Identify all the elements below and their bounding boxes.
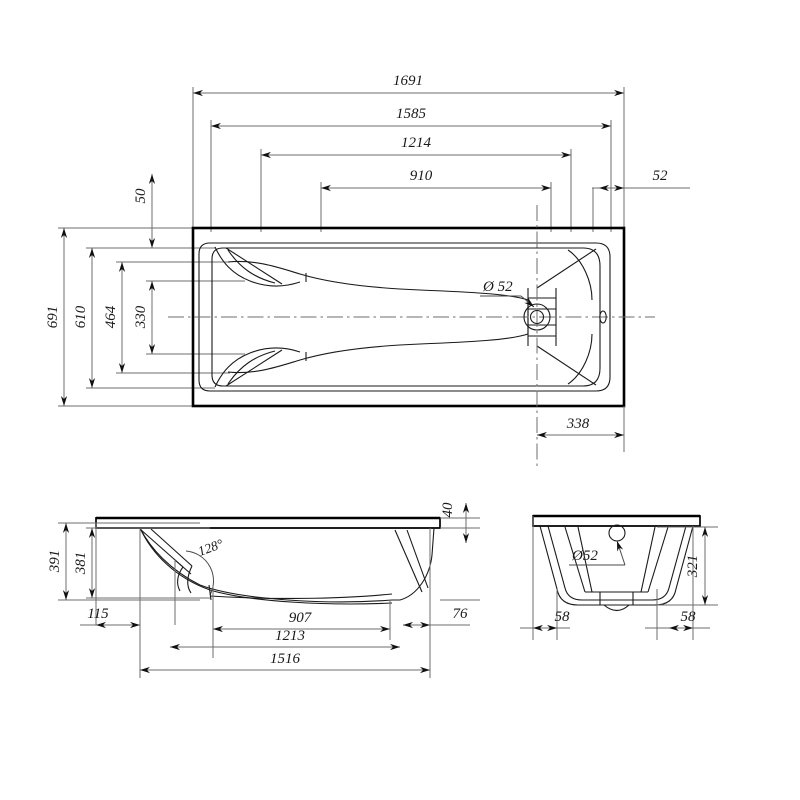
front-bath-body-inner <box>139 527 393 605</box>
front-angle-tick-b <box>208 584 212 601</box>
dimension-691-label: 691 <box>45 306 61 329</box>
top-view-extension-lines <box>192 87 625 232</box>
front-view-group: 128° 391 <box>47 502 480 678</box>
end-waste-circle <box>608 524 626 542</box>
waste-diameter-callout: Ø 52 <box>480 279 535 308</box>
front-angle-arc <box>185 550 215 596</box>
dimension-610-label: 610 <box>73 305 89 328</box>
dimension-610: 610 <box>73 248 96 388</box>
end-base-ribs <box>585 591 648 605</box>
overflow-hole <box>599 310 607 324</box>
front-foot-edge-b <box>406 529 429 589</box>
dimension-58-right-label: 58 <box>681 609 697 625</box>
dimension-907: 907 <box>213 610 390 633</box>
front-view-extension-lines <box>58 517 480 678</box>
end-waste-diameter-label: Ø52 <box>571 548 598 564</box>
end-fold-left-a <box>564 526 586 593</box>
end-waste-spigot <box>603 604 630 612</box>
dimension-1585-label: 1585 <box>396 106 427 122</box>
dimension-338-label: 338 <box>566 416 590 432</box>
front-angle-label: 128° <box>196 536 226 559</box>
bath-plan-foot-ribs <box>528 297 556 337</box>
bath-plan-backrest-edge-lower <box>225 349 283 387</box>
dimension-391-label: 391 <box>47 550 63 574</box>
dimension-1585: 1585 <box>211 106 611 130</box>
front-backrest-edge-b <box>150 528 193 567</box>
dimension-381-label: 381 <box>73 552 89 576</box>
dimension-115: 115 <box>80 606 140 629</box>
dimension-1213: 1213 <box>170 628 400 651</box>
dimension-115-label: 115 <box>87 606 109 622</box>
bath-plan-backrest-crease-lower <box>227 350 276 385</box>
front-bath-body-outline <box>139 527 435 603</box>
end-fold-right-a <box>647 526 669 593</box>
dimension-1516: 1516 <box>140 651 430 674</box>
top-view-group: 1691 1585 1214 910 52 50 <box>45 73 690 470</box>
dimension-52: 52 <box>592 168 690 192</box>
bath-plan-bowl-top-edge <box>211 247 601 387</box>
front-angle-tick-a <box>174 559 192 575</box>
dimension-910: 910 <box>321 168 551 192</box>
dimension-58-right: 58 <box>669 609 697 632</box>
end-fold-right-b <box>640 526 656 593</box>
bath-plan-backrest-crease-upper <box>227 249 276 284</box>
dimension-381: 381 <box>73 528 96 598</box>
dimension-1213-label: 1213 <box>275 628 305 644</box>
dimension-40: 40 <box>440 502 470 543</box>
bath-plan-backrest-upper <box>214 246 301 287</box>
dimension-58-left-label: 58 <box>555 609 571 625</box>
dimension-52-label: 52 <box>653 168 669 184</box>
front-base-ledge <box>209 593 393 600</box>
dimension-76: 76 <box>403 606 469 629</box>
dimension-330: 330 <box>133 281 156 354</box>
bath-plan-foot-arc-lower <box>567 333 593 385</box>
waste-outlet-outer-circle <box>523 303 551 331</box>
front-backrest-fillet-a <box>177 566 184 592</box>
dimension-691: 691 <box>45 228 68 406</box>
dimension-910-label: 910 <box>410 168 433 184</box>
end-view-extension-lines <box>520 516 718 640</box>
dimension-50-label: 50 <box>133 188 149 204</box>
dimension-1214-label: 1214 <box>401 135 432 151</box>
end-fold-left-b <box>577 526 593 593</box>
dimension-907-label: 907 <box>289 610 313 626</box>
dimension-1691-label: 1691 <box>393 73 423 89</box>
dimension-330-label: 330 <box>133 305 149 329</box>
dimension-76-label: 76 <box>453 606 469 622</box>
bath-plan-inner-rim <box>198 242 611 392</box>
front-foot-edge-a <box>394 529 423 593</box>
dimension-1691: 1691 <box>193 73 624 97</box>
dimension-391: 391 <box>47 523 70 600</box>
dimension-321: 321 <box>685 527 709 605</box>
dimension-464: 464 <box>103 262 126 373</box>
dimension-50: 50 <box>120 174 200 249</box>
dimension-1214: 1214 <box>261 135 571 159</box>
bath-plan-backrest-edge-upper <box>225 247 283 285</box>
end-bowl-inner <box>547 525 687 601</box>
dimension-40-label: 40 <box>440 502 456 518</box>
end-waste-diameter-callout: Ø52 <box>569 540 626 566</box>
dimension-321-label: 321 <box>685 555 701 579</box>
front-backrest-fillet-b <box>187 565 193 594</box>
bath-plan-foot-edge-upper <box>536 248 597 289</box>
dimension-1516-label: 1516 <box>270 651 301 667</box>
bath-plan-backrest-lower <box>214 347 301 388</box>
end-view-group: Ø52 321 58 58 <box>520 514 718 640</box>
bath-plan-foot-edge-lower <box>536 345 597 386</box>
dimension-464-label: 464 <box>103 305 119 328</box>
waste-outlet-inner-circle <box>529 309 545 325</box>
dimension-338: 338 <box>537 406 625 452</box>
waste-diameter-label: Ø 52 <box>482 279 513 295</box>
end-bowl-outer <box>539 525 694 606</box>
bath-plan-foot-arc-upper <box>567 249 593 301</box>
dimension-58-left: 58 <box>533 609 571 632</box>
